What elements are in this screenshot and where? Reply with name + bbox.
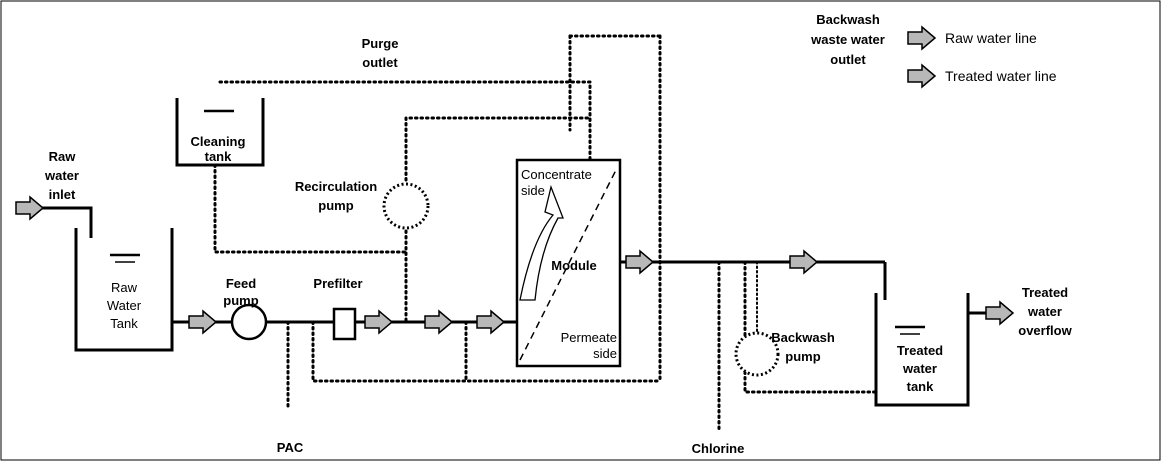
treated-line-arrow <box>789 250 818 274</box>
cleaning-tank-label-1: Cleaning <box>191 134 246 149</box>
bypass-bottom-line <box>311 320 662 383</box>
feed-pump-label-2: pump <box>223 293 258 308</box>
overflow-arrow <box>985 301 1014 325</box>
legend-raw-label: Raw water line <box>945 30 1037 46</box>
feed-pump <box>230 303 268 341</box>
recirc-pump-label-2: pump <box>318 198 353 213</box>
feed-arrow <box>188 310 217 334</box>
prefilter-out-arrow <box>364 310 393 334</box>
treated-overflow-label-2: water <box>1027 304 1062 319</box>
backwash-pump-label-1: Backwash <box>771 330 835 345</box>
raw-inlet-arrow <box>15 196 44 220</box>
pac-label: PAC <box>277 440 304 455</box>
backwash-waste-label-2: waste water <box>810 32 885 47</box>
cleaning-tank-label-2: tank <box>205 149 233 164</box>
permeate-label-1: Permeate <box>561 330 617 345</box>
permeate-label-2: side <box>593 346 617 361</box>
feed-pump-label-1: Feed <box>226 276 256 291</box>
prefilter-label: Prefilter <box>313 276 362 291</box>
treated-tank-label-1: Treated <box>897 343 943 358</box>
legend-treated-arrow <box>907 64 936 88</box>
backwash-waste-label-3: outlet <box>830 52 866 67</box>
chlorine-label: Chlorine <box>692 441 745 456</box>
treated-overflow-label-3: overflow <box>1018 323 1072 338</box>
raw-water-tank <box>74 228 174 352</box>
raw-inlet-label-3: inlet <box>49 187 76 202</box>
concentrate-label-1: Concentrate <box>521 167 592 182</box>
legend-raw-arrow <box>907 26 936 50</box>
backwash-suction-line <box>743 260 880 394</box>
raw-tank-label-1: Raw <box>111 280 138 295</box>
cleaning-tank <box>175 98 265 167</box>
treated-tank-label-3: tank <box>907 379 935 394</box>
backwash-pump <box>734 331 780 377</box>
prefilter <box>332 307 357 341</box>
recirc-pump-label-1: Recirculation <box>295 179 377 194</box>
raw-inlet-label-1: Raw <box>49 149 77 164</box>
module-feed-arrow-1 <box>424 310 453 334</box>
purge-label-1: Purge <box>362 36 399 51</box>
treated-tank-label-2: water <box>902 361 937 376</box>
treated-water-tank <box>874 293 970 407</box>
concentrate-label-2: side <box>521 183 545 198</box>
backwash-waste-label-1: Backwash <box>816 12 880 27</box>
module-label: Module <box>551 258 597 273</box>
treated-overflow-label-1: Treated <box>1022 285 1068 300</box>
recirc-upper-line <box>404 116 592 182</box>
backwash-pump-label-2: pump <box>785 349 820 364</box>
raw-inlet-line <box>38 206 93 238</box>
raw-tank-label-2: Water <box>107 298 142 313</box>
purge-label-2: outlet <box>362 55 398 70</box>
legend-treated-label: Treated water line <box>945 68 1057 84</box>
raw-inlet-label-2: water <box>44 168 79 183</box>
raw-tank-label-3: Tank <box>110 316 138 331</box>
recirculation-pump <box>382 182 430 230</box>
cleaning-return-line <box>213 163 408 254</box>
permeate-out-arrow <box>625 250 654 274</box>
concentrate-flow-arrow <box>519 184 564 301</box>
purge-outlet-line <box>218 80 592 162</box>
module-feed-arrow-2 <box>476 310 505 334</box>
